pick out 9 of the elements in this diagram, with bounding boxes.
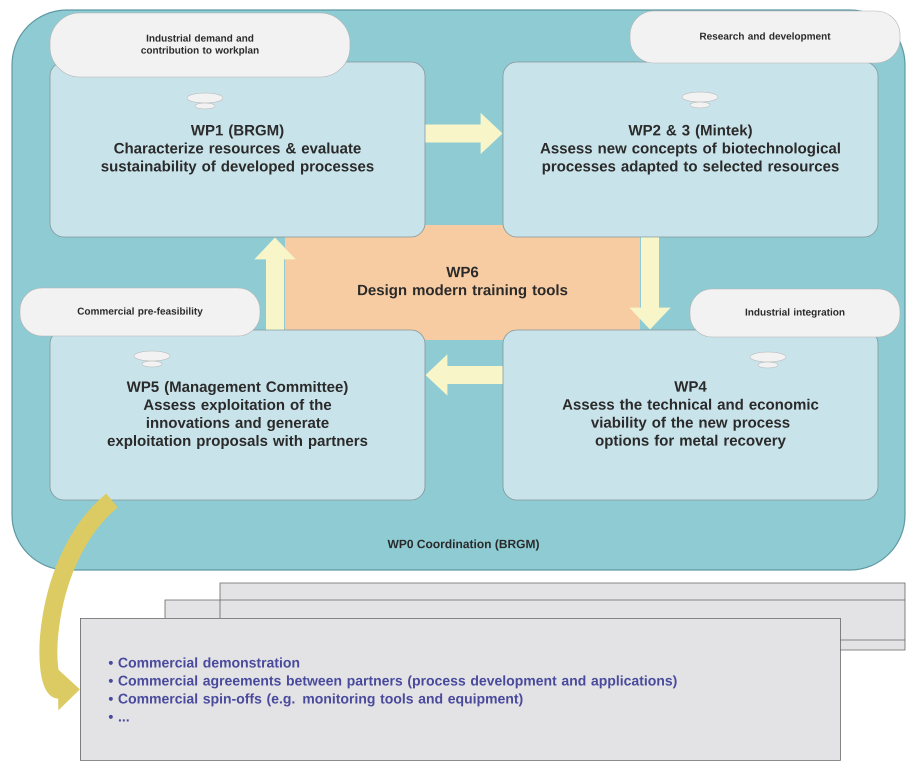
thought-cloud: Commercial pre-feasibility bbox=[20, 288, 260, 368]
thought-cloud: Industrial demand and contribution to workplan bbox=[50, 12, 350, 110]
work-package-box: WP1 (BRGM) Characterize resources & evaluate sustainability of developed processes bbox=[50, 62, 426, 238]
thought-cloud: Industrial integration bbox=[690, 288, 900, 368]
document-pages: • Commercial demonstration • Commercial agreements between partners (process development and applications) • Commercial spin-offs (e.g. monitoring tools and equipment) • ... bbox=[80, 618, 841, 761]
work-package-box: WP5 (Management Committee) Assess exploitation of the innovations and generate exploitation proposals with partners bbox=[50, 330, 426, 500]
work-package-box: WP4 Assess the technical and economic viability of the new process options for metal recovery bbox=[502, 330, 878, 500]
thought-cloud: Research and development bbox=[630, 10, 900, 108]
work-package-box: WP2 & 3 (Mintek) Assess new concepts of biotechnological processes adapted to selected resources bbox=[502, 62, 878, 238]
